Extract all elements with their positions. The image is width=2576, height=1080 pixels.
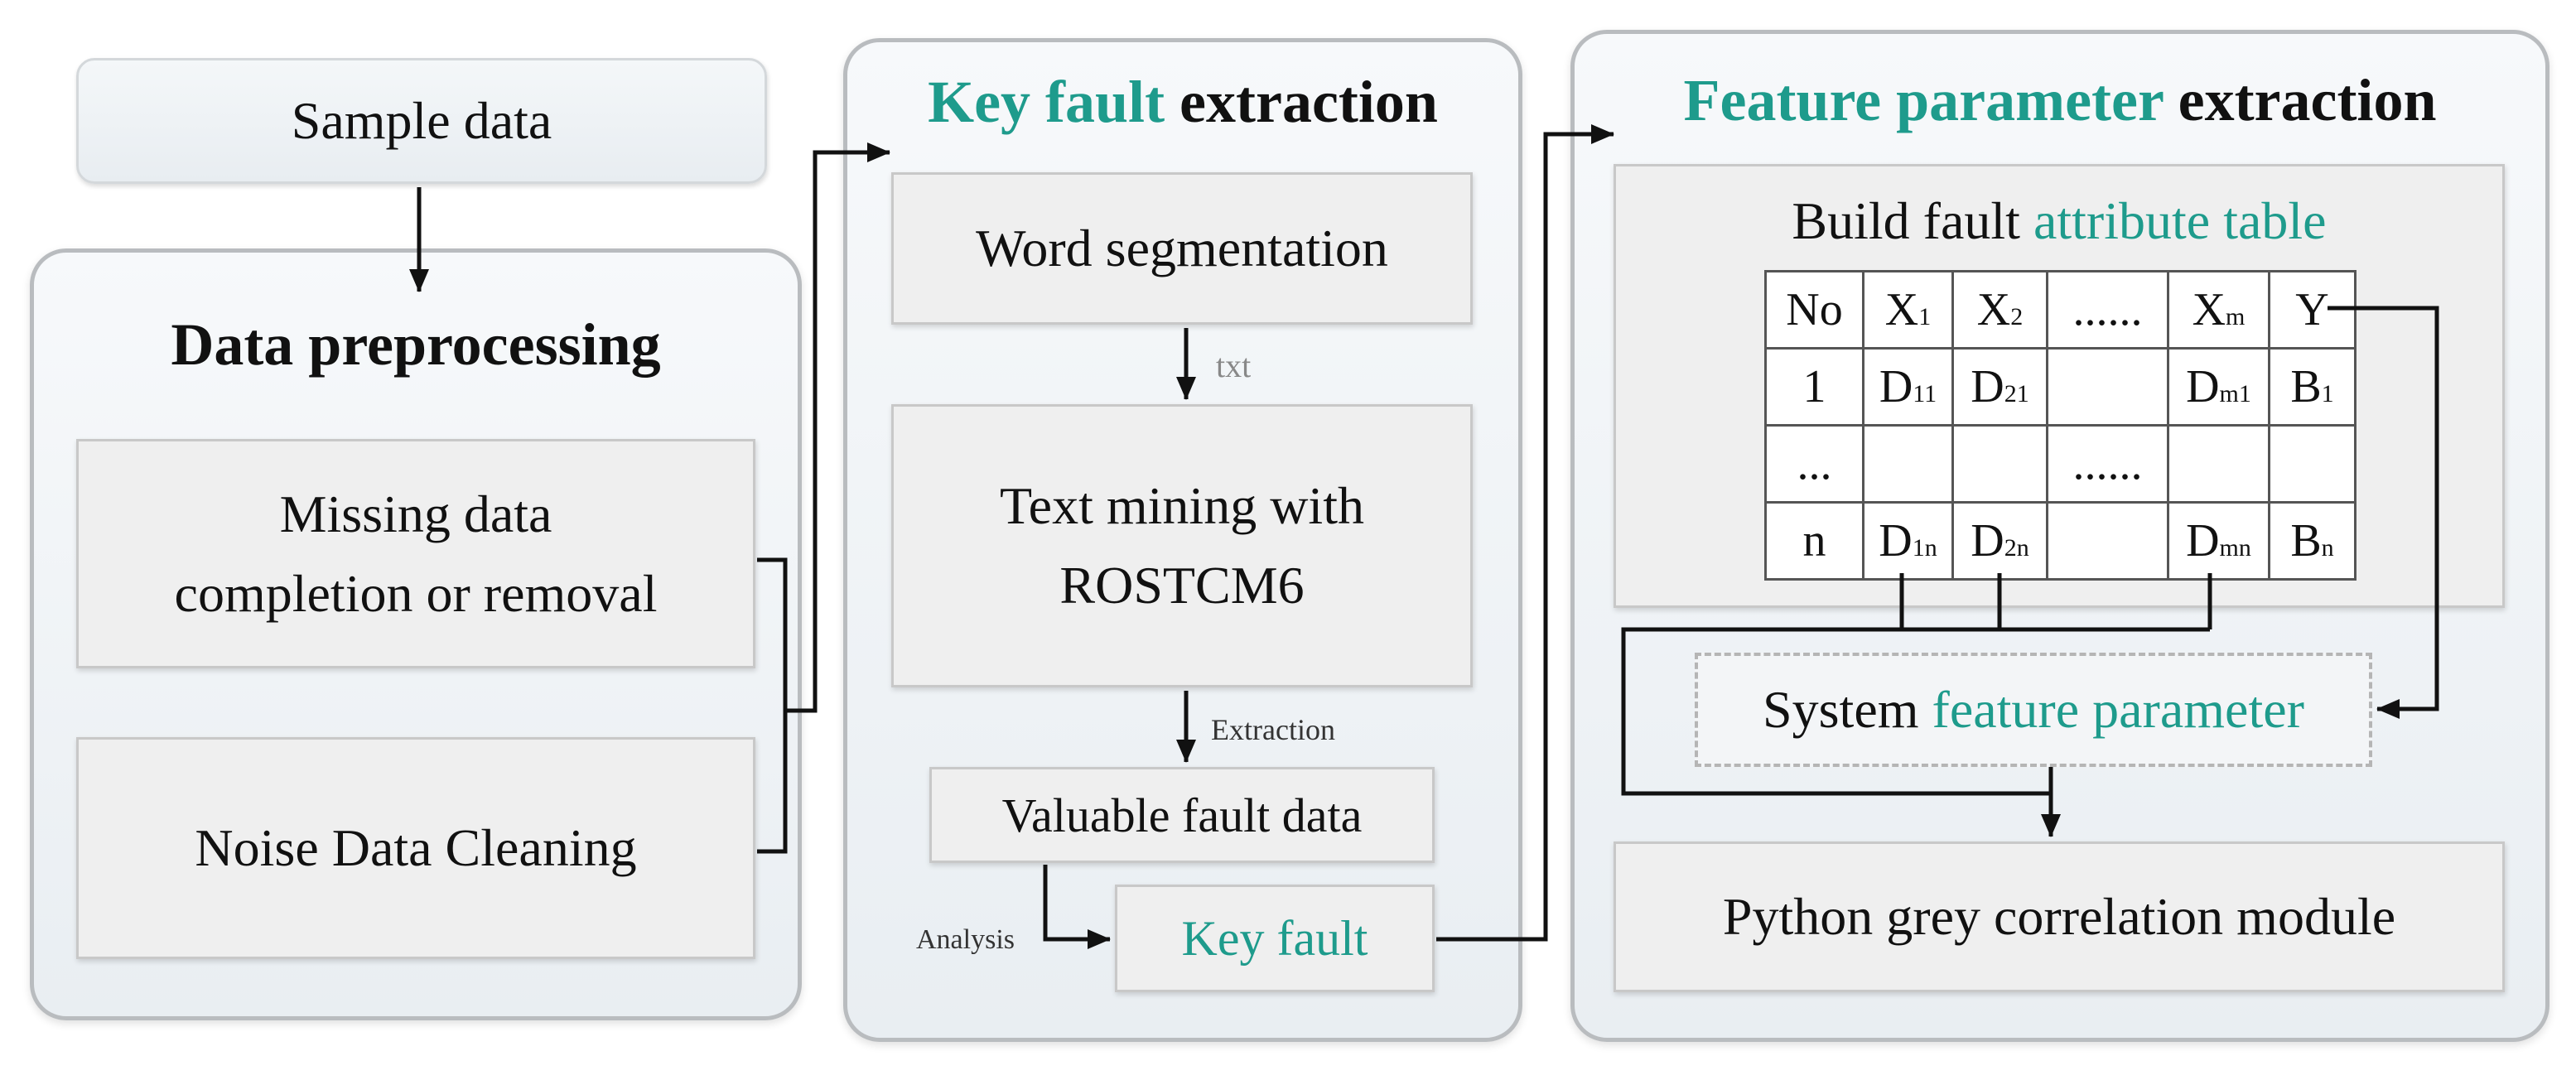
table-header-cell: Xm [2167, 270, 2270, 350]
table-cell [2046, 501, 2169, 581]
table-cell [1951, 424, 2048, 504]
table-cell: Dm1 [2167, 347, 2270, 427]
valuable-fault-data-box: Valuable fault data [929, 767, 1435, 863]
noise-cleaning-box: Noise Data Cleaning [76, 737, 755, 959]
table-header-row: No X1 X2 ...... Xm Y [1764, 270, 2357, 350]
key-fault-label: Key fault [1181, 911, 1368, 966]
table-cell: n [1764, 501, 1864, 581]
table-cell: Dmn [2167, 501, 2270, 581]
table-cell [2046, 347, 2169, 427]
table-cell: D11 [1862, 347, 1954, 427]
attribute-table-heading-prefix: Build fault [1792, 191, 2033, 250]
valuable-fault-data-label: Valuable fault data [1001, 788, 1363, 842]
table-cell [2268, 424, 2357, 504]
system-feature-parameter-box: System feature parameter [1695, 653, 2372, 767]
attribute-table-heading: Build fault attribute table [1614, 190, 2505, 252]
analysis-label: Analysis [916, 924, 1015, 955]
table-header-cell: X2 [1951, 270, 2048, 350]
table-cell: 1 [1764, 347, 1864, 427]
txt-label: txt [1216, 347, 1252, 384]
sample-data-label: Sample data [291, 91, 552, 150]
missing-data-box: Missing data completion or removal [76, 439, 755, 668]
text-mining-line2: ROSTCM6 [1059, 556, 1305, 615]
word-segmentation-box: Word segmentation [891, 172, 1473, 325]
table-cell: D1n [1862, 501, 1954, 581]
missing-data-line1: Missing data [279, 484, 552, 543]
attribute-table-heading-highlight: attribute table [2033, 191, 2327, 250]
table-row: 1 D11 D21 Dm1 B1 [1764, 347, 2357, 427]
system-feature-prefix: System [1763, 680, 1932, 739]
table-header-cell: ...... [2046, 270, 2169, 350]
table-row: ... ...... [1764, 424, 2357, 504]
feature-parameter-title-rest: extraction [2163, 67, 2437, 133]
key-fault-title-rest: extraction [1165, 69, 1438, 135]
text-mining-box: Text mining with ROSTCM6 [891, 404, 1473, 687]
feature-parameter-title-highlight: Feature parameter [1683, 67, 2164, 133]
table-header-cell: No [1764, 270, 1864, 350]
table-cell: Bn [2268, 501, 2357, 581]
key-fault-title-highlight: Key fault [928, 69, 1165, 135]
python-module-label: Python grey correlation module [1722, 887, 2396, 946]
table-row: n D1n D2n Dmn Bn [1764, 501, 2357, 581]
word-segmentation-label: Word segmentation [976, 219, 1388, 277]
data-preprocessing-title: Data preprocessing [171, 311, 661, 378]
sample-data-box: Sample data [76, 58, 767, 184]
table-cell: B1 [2268, 347, 2357, 427]
table-cell: ...... [2046, 424, 2169, 504]
system-feature-highlight: feature parameter [1932, 680, 2304, 739]
table-cell: ... [1764, 424, 1864, 504]
key-fault-title: Key fault extraction [843, 68, 1522, 137]
missing-data-line2: completion or removal [174, 563, 658, 623]
noise-cleaning-label: Noise Data Cleaning [195, 818, 637, 877]
attribute-table: No X1 X2 ...... Xm Y 1 D11 D21 Dm1 B1 ..… [1764, 270, 2357, 581]
text-mining-line1: Text mining with [1000, 476, 1364, 535]
table-cell: D2n [1951, 501, 2048, 581]
table-cell: D21 [1951, 347, 2048, 427]
key-fault-box: Key fault [1115, 885, 1435, 992]
extraction-label: Extraction [1211, 713, 1335, 746]
table-cell [2167, 424, 2270, 504]
python-module-box: Python grey correlation module [1614, 841, 2505, 992]
table-cell [1862, 424, 1954, 504]
feature-parameter-title: Feature parameter extraction [1570, 66, 2549, 135]
table-header-cell: X1 [1862, 270, 1954, 350]
table-header-cell: Y [2268, 270, 2357, 350]
